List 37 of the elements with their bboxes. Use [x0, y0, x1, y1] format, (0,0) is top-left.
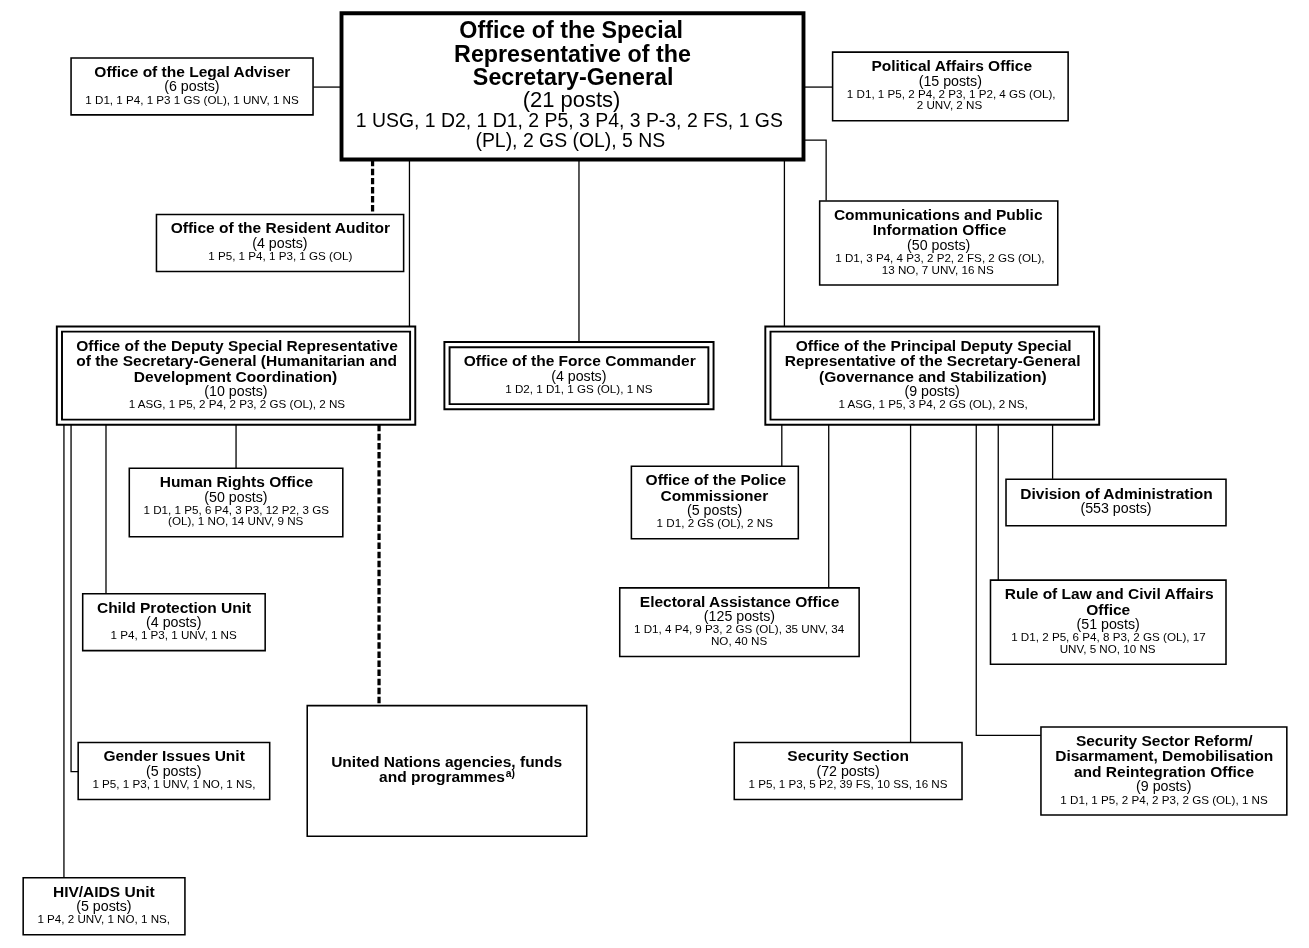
connector — [780, 424, 782, 467]
connector — [234, 424, 237, 469]
connector — [975, 424, 1041, 737]
connector — [783, 159, 785, 328]
connector — [997, 424, 999, 581]
node-box: Child Protection Unit (4 posts) 1 P4, 1 P3, 1 UNV, 1 NS — [81, 592, 266, 652]
node-box: Office of the Special Representative of the Secretary-General (21 posts) 1 USG, 1 D2, 1 D1, 2 P5, 3 P4, 3 P-3, 2 FS, 1 GS (PL), 2 GS (OL), 5 NS — [339, 11, 805, 162]
connector — [577, 159, 580, 343]
node-box: Office of the Police Commissioner (5 posts) 1 D1, 2 GS (OL), 2 NS — [630, 465, 799, 540]
node-box: Communications and Public Information Office (50 posts) 1 D1, 3 P4, 4 P3, 2 P2, 2 FS, 2 GS (OL), 13 NO, 7 UNV, 16 NS — [818, 200, 1059, 286]
node-box: Human Rights Office (50 posts) 1 D1, 1 P5, 6 P4, 3 P3, 12 P2, 3 GS (OL), 1 NO, 14 UNV, 9 NS — [128, 467, 344, 538]
connector — [827, 424, 829, 589]
node-box: Rule of Law and Civil Affairs Office (51 posts) 1 D1, 2 P5, 6 P4, 8 P3, 2 GS (OL), 17 UNV, 5 NO, 10 NS — [989, 579, 1227, 665]
node-box: Office of the Force Commander (4 posts) 1 D2, 1 D1, 1 GS (OL), 1 NS — [442, 341, 715, 411]
node-box: Office of the Principal Deputy Special Representative of the Secretary-General (Governance and Stabilization) (9 posts) 1 ASG, 1 P5, 3 P4, 2 GS (OL), 2 NS, — [763, 325, 1100, 426]
connector — [802, 139, 827, 202]
connector — [408, 159, 410, 328]
connector — [376, 424, 381, 706]
node-box: United Nations agencies, funds and programmes$^{a)}$ — [305, 704, 587, 838]
connector — [104, 424, 107, 595]
connector — [802, 86, 833, 88]
connector — [312, 86, 342, 88]
connector — [1051, 424, 1053, 480]
node-box: Division of Administration (553 posts) — [1004, 478, 1227, 527]
node-box: Security Sector Reform/ Disarmament, Demobilisation and Reintegration Office (9 posts) 1 D1, 1 P5, 2 P4, 2 P3, 2 GS (OL), 1 NS — [1039, 726, 1288, 816]
node-box: HIV/AIDS Unit (5 posts) 1 P4, 2 UNV, 1 NO, 1 NS, — [21, 876, 186, 936]
node-box: Office of the Deputy Special Representative of the Secretary-General (Humanitarian and Development Coordination) (10 posts) 1 ASG, 1 P5, 2 P4, 2 P3, 2 GS (OL), 2 NS — [55, 325, 416, 426]
node-box: Gender Issues Unit (5 posts) 1 P5, 1 P3, 1 UNV, 1 NO, 1 NS, — [76, 741, 270, 801]
connector — [62, 424, 65, 879]
connector — [909, 424, 911, 744]
node-box: Office of the Resident Auditor (4 posts) 1 P5, 1 P4, 1 P3, 1 GS (OL) — [155, 213, 404, 273]
connector — [370, 159, 374, 215]
node-box: Office of the Legal Adviser (6 posts) 1 D1, 1 P4, 1 P3 1 GS (OL), 1 UNV, 1 NS — [69, 57, 314, 116]
node-box: Political Affairs Office (15 posts) 1 D1, 1 P5, 2 P4, 2 P3, 1 P2, 4 GS (OL), 2 UNV, 2 NS — [831, 51, 1069, 122]
node-box: Security Section (72 posts) 1 P5, 1 P3, 5 P2, 39 FS, 10 SS, 16 NS — [733, 741, 963, 801]
connector — [69, 424, 79, 773]
node-box: Electoral Assistance Office (125 posts) 1 D1, 4 P4, 9 P3, 2 GS (OL), 35 UNV, 34 NO, 40 NS — [618, 587, 860, 658]
